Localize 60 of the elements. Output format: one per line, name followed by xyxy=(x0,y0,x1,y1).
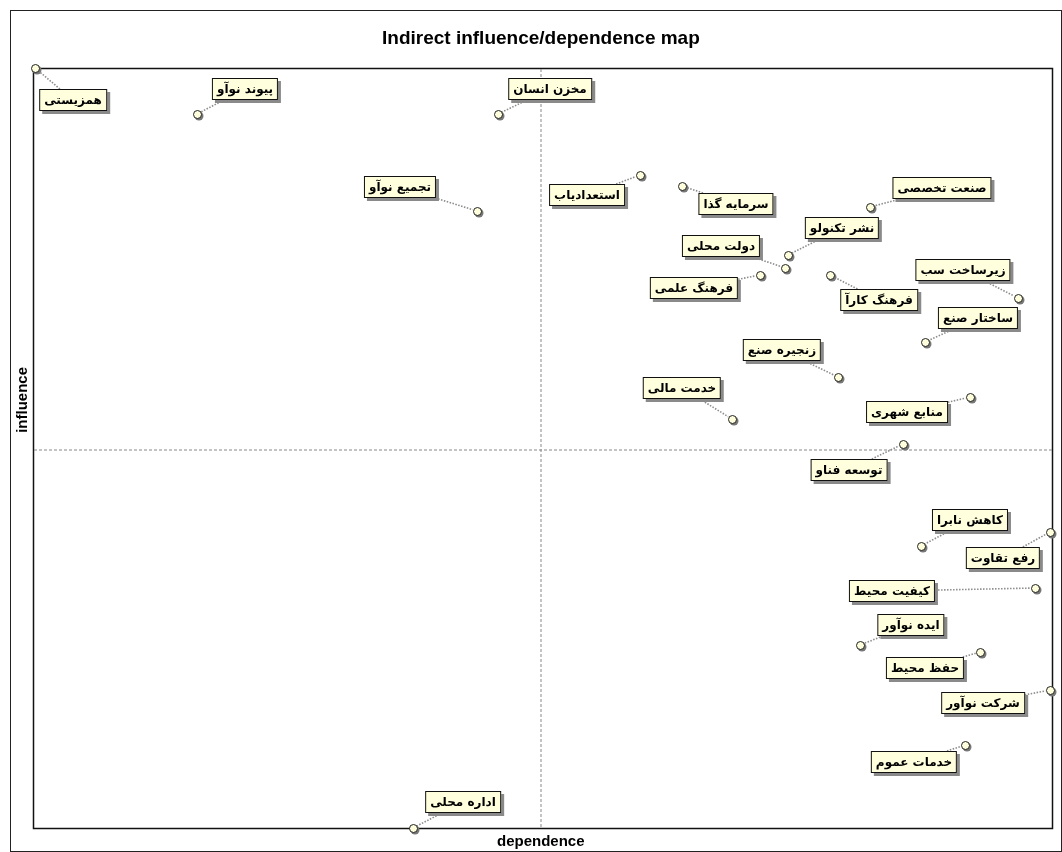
data-point xyxy=(783,250,793,260)
data-point xyxy=(898,439,908,449)
leader-line xyxy=(947,397,967,404)
data-point xyxy=(865,202,875,212)
leader-line xyxy=(946,745,962,752)
data-point xyxy=(1030,583,1040,593)
leader-line xyxy=(737,275,757,281)
data-point xyxy=(1045,685,1055,695)
variable-label: سرمایه گذا xyxy=(698,193,774,215)
axis-title: influence xyxy=(12,367,30,433)
data-point xyxy=(965,392,975,402)
variable-label: فرهنگ علمی xyxy=(649,277,739,299)
data-point xyxy=(677,181,687,191)
data-point xyxy=(727,414,737,424)
data-point xyxy=(493,109,503,119)
variable-label: صنعت تخصصی xyxy=(892,177,992,199)
data-point xyxy=(920,337,930,347)
data-point xyxy=(780,263,790,273)
variable-label: مخزن انسان xyxy=(508,78,592,100)
variable-label: نشر تکنولو xyxy=(804,217,880,239)
data-point xyxy=(755,270,765,280)
variable-label: رفع تقاوت xyxy=(965,547,1041,569)
leader-line xyxy=(1022,533,1047,548)
variable-label: دولت محلی xyxy=(681,235,761,257)
axis-title: dependence xyxy=(497,832,585,849)
variable-label: اداره محلی xyxy=(425,791,501,813)
data-point xyxy=(1045,527,1055,537)
variable-label: خدمات عموم xyxy=(870,751,958,773)
variable-label: حفظ محیط xyxy=(885,657,965,679)
data-point xyxy=(833,372,843,382)
data-point xyxy=(916,541,926,551)
variable-label: تجمیع نوآو xyxy=(363,176,437,198)
data-point xyxy=(960,740,970,750)
variable-label: همزیستی xyxy=(39,89,107,111)
variable-label: ایده نوآور xyxy=(877,614,945,636)
variable-label: استعدادیاب xyxy=(549,184,625,206)
variable-label: پیوند نوآو xyxy=(211,78,279,100)
chart-title: Indirect influence/dependence map xyxy=(382,27,700,49)
variable-label: شرکت نوآور xyxy=(941,692,1025,714)
leader-line xyxy=(962,652,977,658)
data-point xyxy=(635,170,645,180)
variable-label: کیفیت محیط xyxy=(848,580,936,602)
variable-label: منابع شهری xyxy=(866,401,948,423)
data-point xyxy=(825,270,835,280)
variable-label: خدمت مالی xyxy=(642,377,722,399)
variable-label: زیرساخت سب xyxy=(915,259,1011,281)
data-point xyxy=(855,640,865,650)
variable-label: ساختار صنع xyxy=(937,307,1019,329)
data-point xyxy=(472,206,482,216)
leader-line xyxy=(615,175,637,185)
variable-label: توسعه فناو xyxy=(810,459,888,481)
data-point xyxy=(192,109,202,119)
variable-label: زنجیره صنع xyxy=(742,339,822,361)
leader-line xyxy=(871,445,900,460)
variable-label: فرهنگ کارآ xyxy=(840,289,918,311)
data-point xyxy=(975,647,985,657)
data-point xyxy=(30,63,40,73)
variable-label: کاهش نابرا xyxy=(932,509,1008,531)
data-point xyxy=(408,823,418,833)
data-point xyxy=(1013,293,1023,303)
